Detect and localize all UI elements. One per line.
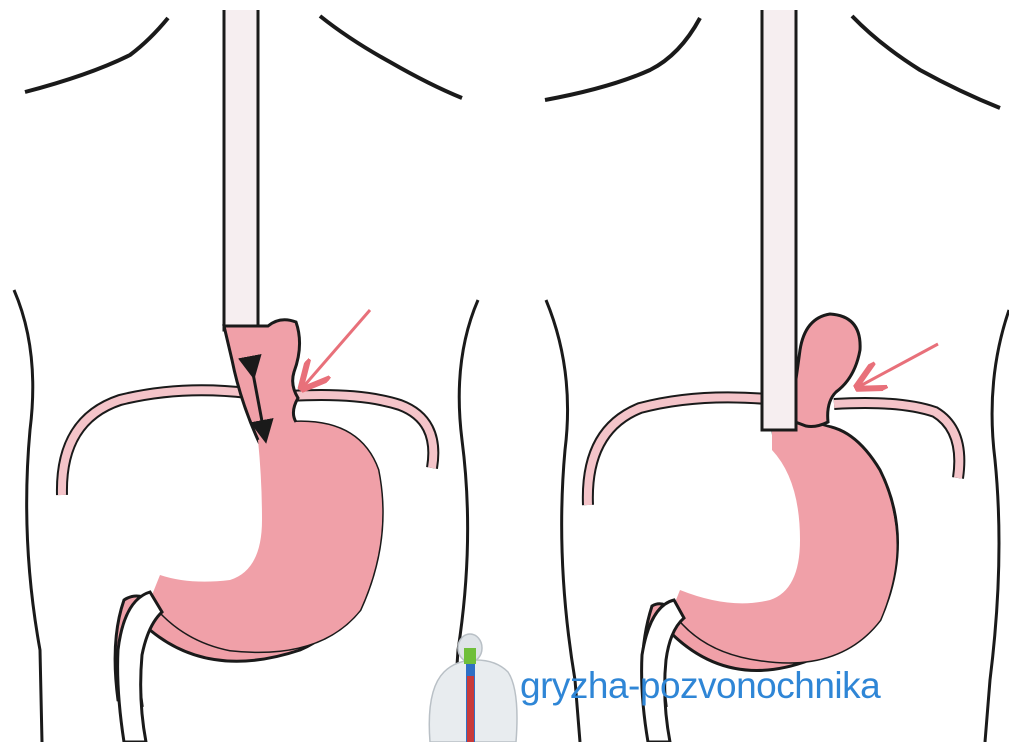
pointer-arrow-icon	[304, 310, 370, 386]
pointer-arrow-icon	[860, 344, 938, 386]
torso-right-side	[985, 310, 1009, 742]
left-panel	[14, 10, 478, 742]
diaphragm-left	[588, 397, 778, 505]
hernia-pouch	[790, 314, 860, 427]
right-clavicle	[320, 16, 462, 98]
right-clavicle	[852, 16, 1000, 108]
stomach-fill	[672, 420, 897, 662]
left-clavicle	[25, 18, 168, 92]
left-clavicle	[545, 18, 700, 100]
esophagus	[762, 10, 796, 430]
torso-left-side	[14, 290, 42, 742]
diaphragm-left	[62, 390, 248, 495]
stomach-lower-body	[150, 422, 382, 652]
spine-figure-icon	[429, 634, 517, 742]
esophagus	[224, 10, 258, 330]
watermark-text: gryzha-pozvonochnika	[520, 664, 880, 708]
right-panel	[545, 10, 1009, 742]
